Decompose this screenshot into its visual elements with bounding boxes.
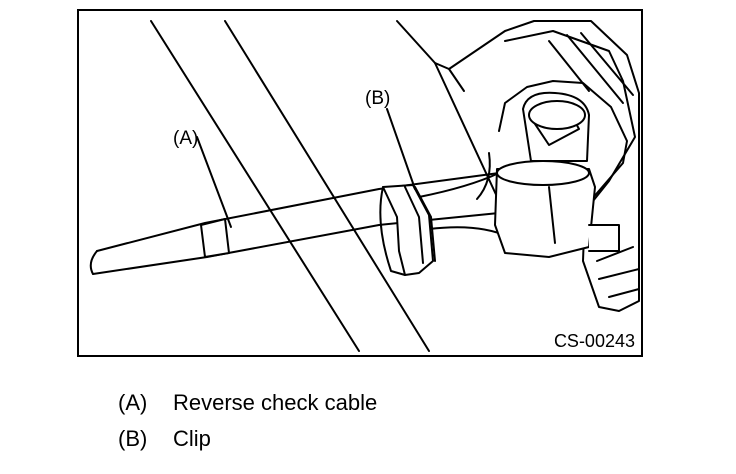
- sleeve-curve: [476, 152, 491, 200]
- panel-line-2: [224, 20, 430, 352]
- reverse-check-cable-illustration: [89, 20, 640, 352]
- bracket-hatch-3: [580, 32, 634, 96]
- knob-cap: [528, 100, 586, 130]
- leader-line-a: [196, 136, 232, 228]
- bracket-hatch-4: [596, 246, 634, 262]
- clip-ridge-2: [414, 186, 436, 262]
- fitting-detail: [548, 186, 556, 244]
- panel-line-1: [150, 20, 360, 352]
- callout-a-label: (A): [173, 128, 199, 149]
- cable-ferrule: [200, 218, 230, 258]
- figure-frame: (A) (B) CS-00243: [77, 9, 643, 357]
- clip-ring: [379, 186, 406, 276]
- leader-line-b: [386, 108, 416, 190]
- cable-tip: [89, 250, 98, 275]
- fitting-body: [494, 168, 596, 258]
- panel-line-3: [396, 20, 465, 92]
- bracket-outline: [448, 20, 640, 312]
- legend: (A) Reverse check cable (B) Clip: [118, 385, 638, 457]
- bracket-hatch-2: [566, 34, 624, 104]
- fitting-shaft: [588, 224, 620, 252]
- legend-row-a: (A) Reverse check cable: [118, 385, 638, 421]
- fitting-top: [496, 160, 590, 186]
- legend-text-b: Clip: [173, 426, 211, 451]
- sleeve-top: [418, 172, 500, 198]
- legend-text-a: Reverse check cable: [173, 390, 378, 415]
- callout-b-label: (B): [365, 88, 391, 109]
- bracket-inner: [504, 30, 636, 202]
- bracket-hatch-1: [548, 40, 590, 92]
- clip-body: [382, 184, 434, 276]
- legend-row-b: (B) Clip: [118, 421, 638, 457]
- legend-key-a: (A): [118, 390, 148, 415]
- clip-ridge-1: [404, 186, 424, 264]
- legend-key-b: (B): [118, 426, 148, 451]
- bracket-hatch-6: [608, 288, 640, 298]
- figure-code: CS-00243: [553, 331, 635, 351]
- cable-sheath-top: [96, 172, 500, 252]
- bracket-hatch-5: [598, 268, 640, 280]
- cable-sheath-bottom: [92, 212, 500, 275]
